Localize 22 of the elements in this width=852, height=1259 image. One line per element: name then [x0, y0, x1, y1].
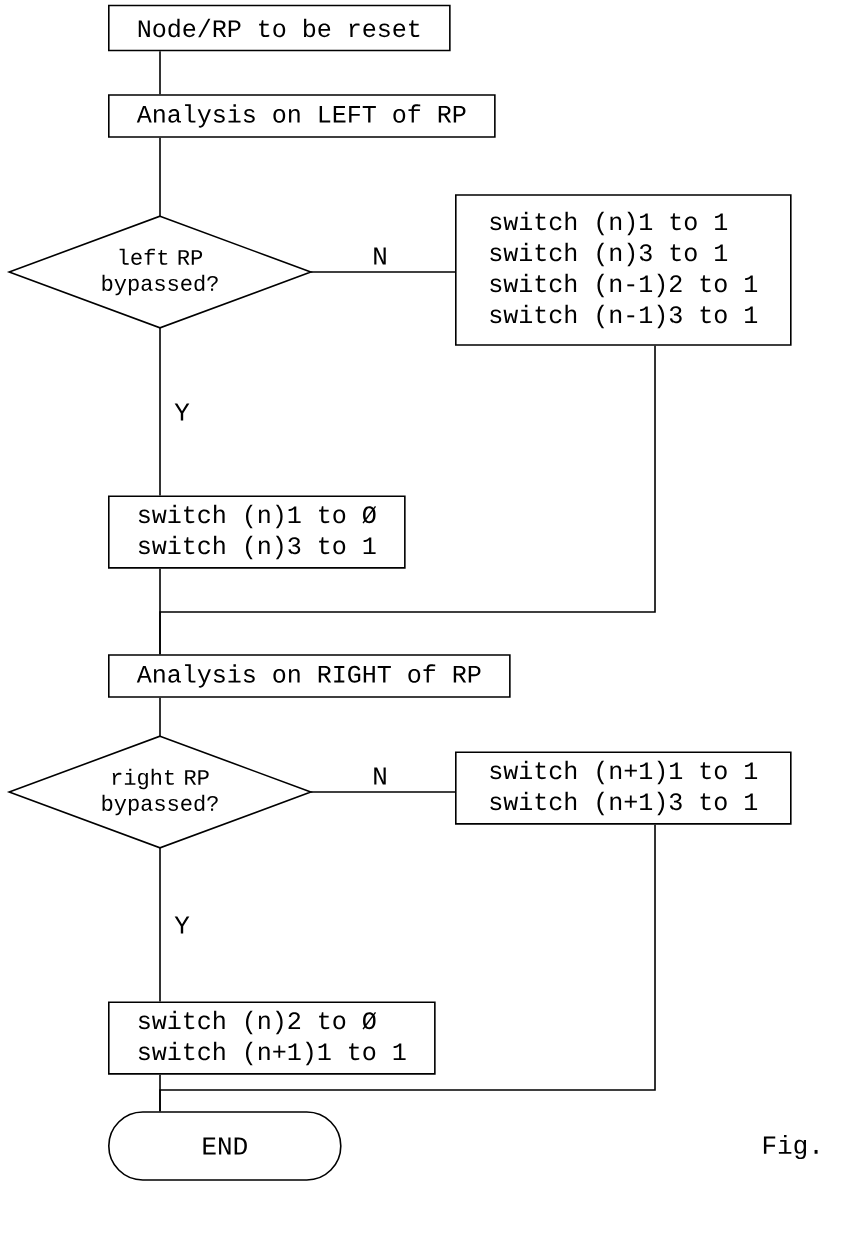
connector-line: [159, 823, 656, 1112]
process-box: Analysis on RIGHT of RP: [108, 654, 511, 698]
edge-label: Y: [172, 401, 192, 423]
process-box: Analysis on LEFT of RP: [108, 94, 496, 138]
process-box: switch (n)1 to Ø switch (n)3 to 1: [108, 495, 406, 569]
connector-line: [159, 137, 161, 217]
connector-line: [159, 697, 161, 737]
connector-line: [310, 791, 456, 793]
connector-line: [159, 847, 161, 1003]
connector-line: [310, 271, 456, 273]
figure-label: Fig.: [763, 1134, 818, 1160]
process-box: switch (n+1)1 to 1 switch (n+1)3 to 1: [455, 751, 792, 825]
edge-label: N: [370, 245, 390, 267]
connector-line: [159, 567, 161, 655]
process-box: Node/RP to be reset: [108, 4, 451, 52]
edge-label: N: [370, 765, 390, 787]
connector-line: [159, 327, 161, 497]
edge-label: Y: [172, 914, 192, 936]
process-box: switch (n)1 to 1 switch (n)3 to 1 switch (n-1)2 to 1 switch (n-1)3 to 1: [455, 194, 792, 346]
terminal-box: END: [108, 1111, 342, 1181]
process-box: switch (n)2 to Ø switch (n+1)1 to 1: [108, 1001, 436, 1075]
connector-line: [159, 50, 161, 95]
